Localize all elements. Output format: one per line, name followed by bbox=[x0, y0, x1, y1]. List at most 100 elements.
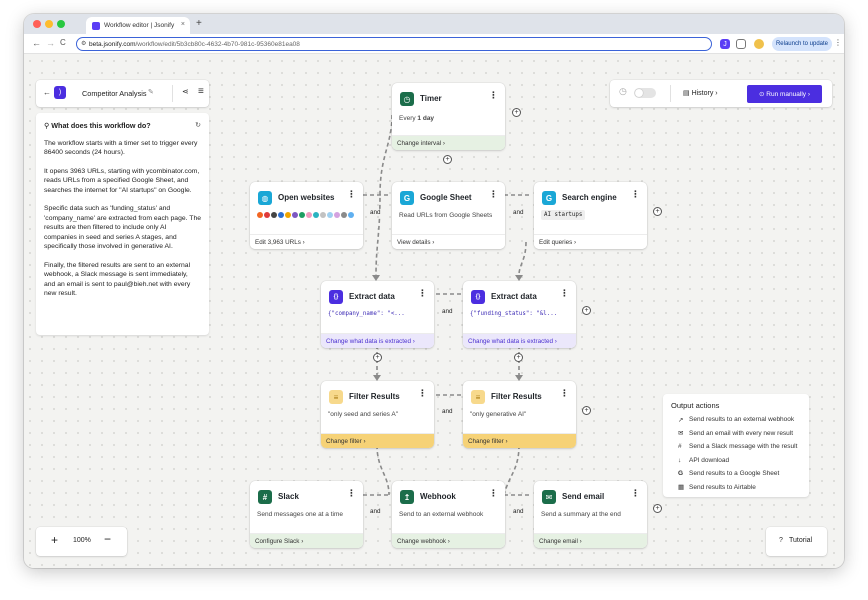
send-email-node[interactable]: ✉ Send email ⋮ Send a summary at the end… bbox=[534, 481, 647, 548]
search-engine-node[interactable]: G Search engine ⋮ AI startups Edit queri… bbox=[534, 182, 647, 249]
node-title: Webhook bbox=[420, 492, 456, 501]
menu-icon[interactable]: ≡ bbox=[198, 86, 204, 97]
add-step-button[interactable]: + bbox=[582, 306, 591, 315]
zoom-in-button[interactable]: + bbox=[51, 533, 59, 547]
schedule-toggle[interactable] bbox=[634, 88, 656, 98]
site-info-icon[interactable]: ⚙ bbox=[81, 41, 87, 47]
zoom-controls: + 100% − bbox=[36, 527, 127, 556]
node-menu-icon[interactable]: ⋮ bbox=[489, 488, 498, 498]
jsonify-logo-icon[interactable]: ) bbox=[54, 86, 66, 99]
and-connector-label: and bbox=[440, 308, 455, 315]
change-extraction-link[interactable]: Change what data is extracted › bbox=[321, 333, 434, 348]
share-icon[interactable]: ⋖ bbox=[182, 87, 189, 96]
change-filter-link[interactable]: Change filter › bbox=[321, 433, 434, 448]
back-icon[interactable]: ← bbox=[32, 38, 41, 48]
description-paragraph: The workflow starts with a timer set to … bbox=[44, 139, 198, 157]
minimize-window-icon[interactable] bbox=[45, 20, 53, 28]
timer-node[interactable]: ◷ Timer ⋮ Every 1 day Change interval › bbox=[392, 83, 505, 150]
add-step-button[interactable]: + bbox=[514, 353, 523, 362]
node-menu-icon[interactable]: ⋮ bbox=[631, 189, 640, 199]
google-icon: G bbox=[678, 470, 684, 478]
edit-urls-link[interactable]: Edit 3,963 URLs › bbox=[250, 234, 363, 249]
node-menu-icon[interactable]: ⋮ bbox=[631, 488, 640, 498]
new-tab-button[interactable]: + bbox=[196, 18, 202, 29]
add-step-button[interactable]: + bbox=[653, 207, 662, 216]
change-webhook-link[interactable]: Change webhook › bbox=[392, 533, 505, 548]
node-menu-icon[interactable]: ⋮ bbox=[347, 189, 356, 199]
node-title: Timer bbox=[420, 94, 442, 103]
node-description: Every 1 day bbox=[399, 115, 434, 122]
tutorial-button[interactable]: ? Tutorial bbox=[766, 527, 827, 556]
node-menu-icon[interactable]: ⋮ bbox=[489, 90, 498, 100]
maximize-window-icon[interactable] bbox=[57, 20, 65, 28]
filter-condition: "only seed and series A" bbox=[328, 411, 399, 418]
extract-data-node[interactable]: {} Extract data ⋮ {"company_name": "<...… bbox=[321, 281, 434, 348]
refresh-icon[interactable]: ↻ bbox=[195, 122, 201, 129]
profile-avatar-icon[interactable] bbox=[754, 39, 764, 49]
browser-tab[interactable]: Workflow editor | Jsonify × bbox=[86, 17, 190, 34]
webhook-node[interactable]: ↥ Webhook ⋮ Send to an external webhook … bbox=[392, 481, 505, 548]
toggle-knob bbox=[635, 89, 643, 97]
configure-slack-link[interactable]: Configure Slack › bbox=[250, 533, 363, 548]
address-bar[interactable]: ⚙ beta.jsonify.com/workflow/edit/5b3cb80… bbox=[76, 37, 712, 51]
foot-label: View details bbox=[397, 238, 431, 246]
chevron-right-icon: › bbox=[411, 337, 415, 345]
open-websites-node[interactable]: ◍ Open websites ⋮ Edit 3,963 URLs › bbox=[250, 182, 363, 249]
run-label: Run manually bbox=[766, 90, 807, 98]
extensions-puzzle-icon[interactable] bbox=[736, 39, 746, 49]
add-step-button[interactable]: + bbox=[653, 504, 662, 513]
node-menu-icon[interactable]: ⋮ bbox=[560, 388, 569, 398]
extension-jsonify-icon[interactable]: J bbox=[720, 39, 730, 49]
foot-label: Change filter bbox=[468, 437, 504, 445]
change-filter-link[interactable]: Change filter › bbox=[463, 433, 576, 448]
query-chip: AI startups bbox=[541, 210, 586, 220]
output-action-airtable[interactable]: ▦Send results to Airtable bbox=[671, 481, 801, 495]
filter-results-node[interactable]: ≡ Filter Results ⋮ "only seed and series… bbox=[321, 381, 434, 448]
node-menu-icon[interactable]: ⋮ bbox=[347, 488, 356, 498]
forward-icon[interactable]: → bbox=[46, 38, 55, 48]
browser-menu-icon[interactable]: ⋮ bbox=[834, 38, 842, 47]
close-tab-icon[interactable]: × bbox=[180, 21, 185, 28]
edit-name-icon[interactable]: ✎ bbox=[148, 89, 154, 96]
output-action-label: Send results to Airtable bbox=[689, 483, 756, 491]
change-interval-link[interactable]: Change interval › bbox=[392, 135, 505, 150]
run-manually-button[interactable]: ⊙ Run manually › bbox=[747, 85, 822, 103]
node-menu-icon[interactable]: ⋮ bbox=[560, 288, 569, 298]
braces-icon: {} bbox=[471, 290, 485, 304]
description-paragraph: Specific data such as 'funding_status' a… bbox=[44, 205, 201, 250]
close-window-icon[interactable] bbox=[33, 20, 41, 28]
filter-results-node[interactable]: ≡ Filter Results ⋮ "only generative AI" … bbox=[463, 381, 576, 448]
output-action-email[interactable]: ✉Send an email with every new result bbox=[671, 427, 801, 441]
back-icon[interactable]: ← bbox=[43, 88, 51, 97]
node-menu-icon[interactable]: ⋮ bbox=[418, 288, 427, 298]
view-details-link[interactable]: View details › bbox=[392, 234, 505, 249]
add-step-button[interactable]: + bbox=[582, 406, 591, 415]
node-menu-icon[interactable]: ⋮ bbox=[418, 388, 427, 398]
node-menu-icon[interactable]: ⋮ bbox=[489, 189, 498, 199]
edit-queries-link[interactable]: Edit queries › bbox=[534, 234, 647, 249]
output-action-webhook[interactable]: ↗Send results to an external webhook bbox=[671, 413, 801, 427]
workflow-canvas[interactable]: ← ) Competitor Analysis ✎ ⋖ ≡ ↻ ⚲ What d… bbox=[24, 55, 844, 568]
schedule-clock-icon[interactable]: ◷ bbox=[619, 86, 627, 96]
output-action-api-download[interactable]: ↓API download bbox=[671, 454, 801, 468]
and-connector-label: and bbox=[511, 209, 526, 216]
slack-node[interactable]: # Slack ⋮ Send messages one at a time Co… bbox=[250, 481, 363, 548]
change-extraction-link[interactable]: Change what data is extracted › bbox=[463, 333, 576, 348]
extract-data-node[interactable]: {} Extract data ⋮ {"funding_status": "&l… bbox=[463, 281, 576, 348]
change-email-link[interactable]: Change email › bbox=[534, 533, 647, 548]
tutorial-label: Tutorial bbox=[789, 537, 813, 544]
output-action-slack[interactable]: #Send a Slack message with the result bbox=[671, 440, 801, 454]
add-step-button[interactable]: + bbox=[373, 353, 382, 362]
relaunch-to-update-button[interactable]: Relaunch to update bbox=[772, 37, 832, 51]
google-sheet-node[interactable]: G Google Sheet ⋮ Read URLs from Google S… bbox=[392, 182, 505, 249]
browser-toolbar: ← → C ⚙ beta.jsonify.com/workflow/edit/5… bbox=[24, 34, 844, 54]
help-icon: ? bbox=[779, 537, 783, 544]
history-button[interactable]: ▤ History › bbox=[683, 89, 718, 97]
add-step-button[interactable]: + bbox=[512, 108, 521, 117]
zoom-out-button[interactable]: − bbox=[104, 532, 112, 546]
lightbulb-icon: ⚲ bbox=[44, 121, 52, 130]
add-step-button[interactable]: + bbox=[443, 155, 452, 164]
chevron-right-icon: › bbox=[441, 139, 445, 147]
reload-icon[interactable]: C bbox=[60, 38, 66, 47]
